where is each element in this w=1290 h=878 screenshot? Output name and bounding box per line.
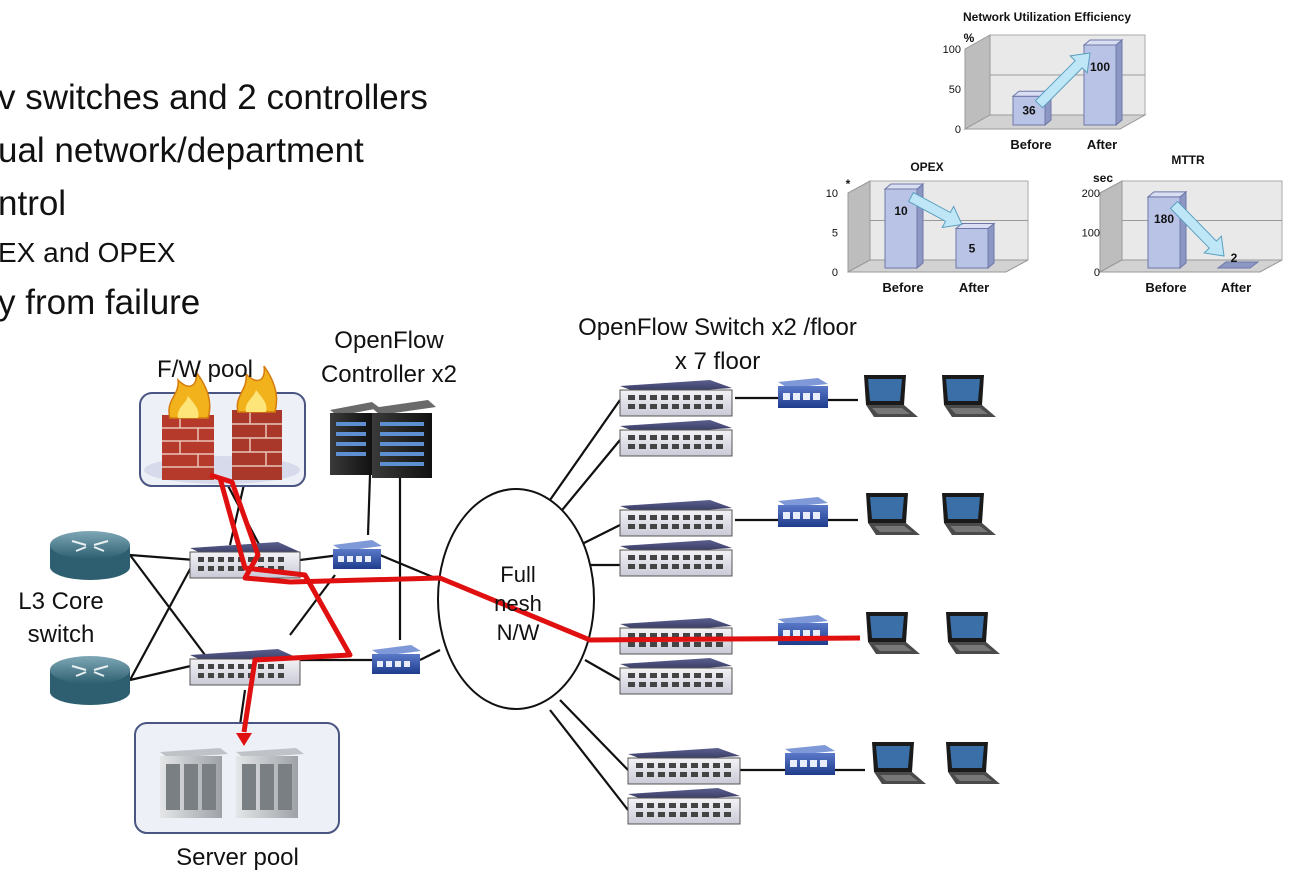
- bullet-3: ntrol: [0, 184, 67, 223]
- floor-switch-icon: [619, 658, 733, 695]
- bullet-1: v switches and 2 controllers: [0, 78, 428, 117]
- floor-switch-icon: [619, 500, 733, 537]
- l3-core-router-icon: [50, 531, 130, 580]
- chart-side-wall: [1099, 180, 1123, 273]
- chart-tick-label: 5: [832, 228, 838, 240]
- chart-tick-label: 100: [943, 44, 961, 56]
- bar-category-label: Before: [1010, 137, 1051, 152]
- controller-label-line2: Controller x2: [320, 361, 458, 388]
- laptop-icon: [942, 493, 996, 535]
- chart-floor: [847, 259, 1029, 273]
- chart-tick-label: 10: [826, 188, 838, 200]
- mesh-label-line1: Full: [500, 562, 536, 587]
- floor-switch-icon: [619, 380, 733, 417]
- mesh-label-line2: nesh: [494, 591, 542, 616]
- full-mesh-network: [437, 488, 595, 710]
- trend-arrow: [1034, 52, 1091, 109]
- chart-tick-label: 0: [832, 267, 838, 279]
- bullet-2: ual network/department: [0, 131, 364, 170]
- chart-side-wall: [847, 180, 871, 273]
- mesh-label-line3: N/W: [496, 620, 540, 645]
- bar-category-label: After: [1087, 137, 1117, 152]
- trend-arrow: [907, 191, 963, 229]
- chart-ylabel: *: [846, 177, 851, 191]
- storage-server-icon: [236, 748, 304, 818]
- chart-title: MTTR: [1171, 153, 1205, 167]
- bullet-5: y from failure: [0, 283, 201, 322]
- path-arrowhead: [236, 733, 252, 746]
- chart-side-wall: [964, 34, 991, 130]
- server-pool-label: Server pool: [176, 844, 299, 871]
- chart-title: Network Utilization Efficiency: [963, 10, 1131, 24]
- l3-core-router-icon: [50, 656, 130, 705]
- chart-tick-label: 200: [1082, 188, 1100, 200]
- switch-label-line2: x 7 floor: [674, 348, 761, 375]
- bar-value-label: 180: [1154, 212, 1174, 226]
- openflow-box-icon: [333, 540, 382, 569]
- l3-core-label-line2: switch: [27, 621, 95, 648]
- controller-server-icon: [330, 402, 380, 475]
- bar: [1146, 190, 1188, 270]
- openflow-box-icon: [778, 497, 828, 527]
- bar-value-label: 10: [894, 204, 908, 218]
- openflow-box-icon: [778, 378, 828, 408]
- bar-category-label: After: [1221, 280, 1251, 295]
- laptop-icon: [866, 612, 920, 654]
- chart-tick-label: 0: [1094, 267, 1100, 279]
- firewall-icon: [232, 365, 282, 480]
- bar-category-label: Before: [882, 280, 923, 295]
- chart-tick-label: 50: [949, 84, 961, 96]
- openflow-box-icon: [372, 645, 421, 674]
- floor-switch-icon: [619, 540, 733, 577]
- laptop-icon: [942, 375, 996, 417]
- chart-ylabel: sec: [1093, 171, 1113, 185]
- controller-server-icon: [372, 400, 436, 478]
- storage-server-icon: [160, 748, 228, 818]
- bar-chart: Network Utilization Efficiency% 0 50 100 36B…: [943, 10, 1147, 152]
- bar-value-label: 36: [1022, 104, 1036, 118]
- bar-value-label: 5: [969, 241, 976, 255]
- bar-value-label: 2: [1231, 251, 1238, 265]
- chart-ylabel: %: [964, 31, 975, 45]
- bar-value-label: 100: [1090, 60, 1110, 74]
- openflow-box-icon: [785, 745, 835, 775]
- floor-switch-icon: [627, 788, 741, 825]
- controller-label-line1: OpenFlow: [334, 327, 444, 354]
- floor-switch-icon: [627, 748, 741, 785]
- laptop-icon: [946, 612, 1000, 654]
- chart-tick-label: 0: [955, 124, 961, 136]
- bar: [1216, 261, 1260, 269]
- chart-tick-label: 100: [1082, 228, 1100, 240]
- bullet-4: EX and OPEX: [0, 237, 176, 268]
- bar: [954, 222, 996, 270]
- chart-title: OPEX: [910, 160, 943, 174]
- laptop-icon: [866, 493, 920, 535]
- traffic-path: [209, 472, 861, 733]
- floor-switches: [619, 375, 1000, 825]
- trend-arrow: [1169, 200, 1225, 257]
- switch-label-line1: OpenFlow Switch x2 /floor: [578, 314, 857, 341]
- connection-lines: [129, 396, 865, 811]
- laptop-icon: [946, 742, 1000, 784]
- bar-category-label: Before: [1145, 280, 1186, 295]
- bar-category-label: After: [959, 280, 989, 295]
- openflow-switch-icon: [189, 649, 301, 686]
- l3-core-label-line1: L3 Core: [18, 588, 104, 615]
- floor-switch-icon: [619, 420, 733, 457]
- firewall-icon: [162, 369, 214, 480]
- laptop-icon: [864, 375, 918, 417]
- fw-pool-label: F/W pool: [156, 356, 254, 383]
- laptop-icon: [872, 742, 926, 784]
